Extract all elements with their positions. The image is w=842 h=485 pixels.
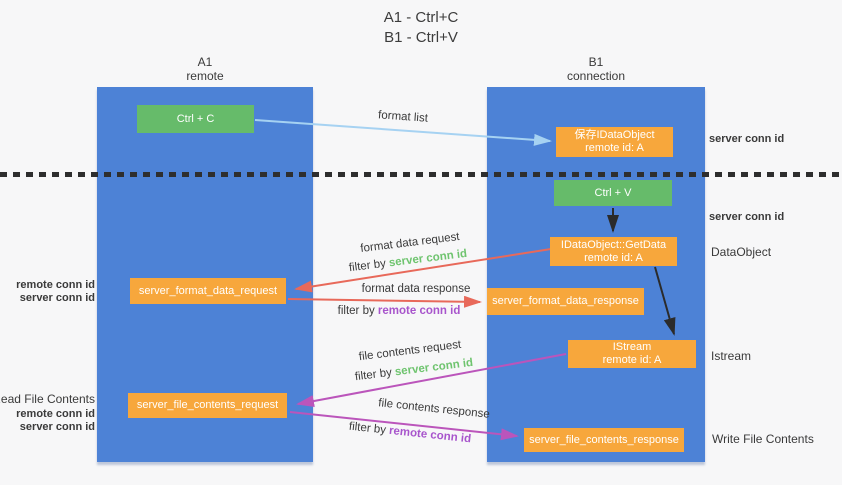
server-conn-id-text: server conn id — [394, 356, 474, 379]
label-file-contents-response: file contents response — [377, 397, 491, 421]
remote-conn-id-text: remote conn id — [377, 305, 461, 317]
label-write-file-contents: Write File Contents — [712, 432, 814, 446]
node-ctrl-c: Ctrl + C — [137, 105, 254, 133]
label-istream: Istream — [711, 349, 752, 363]
column-b1-subtitle: connection — [566, 69, 626, 83]
column-a1-subtitle: remote — [186, 69, 224, 83]
node-file-request-label: server_file_contents_request — [136, 399, 279, 411]
node-istream-line2: remote id: A — [602, 354, 662, 366]
remote-conn-id-text: remote conn id — [388, 424, 472, 446]
filter-by-text: filter by — [354, 366, 396, 384]
label-server-conn-id-right-mid: server conn id — [709, 211, 785, 223]
node-server-file-contents-response: server_file_contents_response — [524, 428, 684, 452]
label-read-file-contents: Read File Contents — [0, 392, 95, 406]
node-istream-line1: IStream — [612, 341, 652, 353]
node-getdata-line2: remote id: A — [584, 251, 643, 264]
node-idataobject-getdata: IDataObject::GetData remote id: A — [550, 237, 677, 266]
node-server-format-data-request: server_format_data_request — [130, 278, 286, 304]
column-header-b1: B1 connection — [487, 55, 705, 83]
dotted-divider-line — [0, 172, 842, 177]
label-server-conn-id-right-top: server conn id — [709, 133, 785, 145]
label-server-conn-id-left-1: server conn id — [19, 292, 95, 304]
label-dataobject: DataObject — [711, 245, 772, 259]
column-header-a1: A1 remote — [97, 55, 313, 83]
label-server-conn-id-left-2: server conn id — [19, 421, 95, 433]
title-line-1: A1 - Ctrl+C — [383, 9, 459, 26]
label-filter-by-remote-conn-id-2: filter by remote conn id — [348, 421, 471, 446]
node-ctrl-v-label: Ctrl + V — [594, 186, 632, 199]
node-save-idataobject-line2: remote id: A — [585, 142, 644, 154]
node-save-idataobject-line1: 保存IDataObject — [574, 129, 655, 141]
column-b1-name: B1 — [588, 55, 604, 69]
node-getdata-line1: IDataObject::GetData — [560, 238, 667, 251]
node-format-response-label: server_format_data_response — [492, 295, 639, 307]
node-format-request-label: server_format_data_request — [138, 284, 278, 297]
diagram-title: A1 - Ctrl+C B1 - Ctrl+V — [0, 8, 842, 48]
arrow-format-data-response — [287, 295, 482, 308]
node-istream: IStream remote id: A — [568, 340, 696, 368]
filter-by-text: filter by — [348, 420, 390, 437]
node-ctrl-c-label: Ctrl + C — [176, 112, 215, 125]
node-server-file-contents-request: server_file_contents_request — [128, 393, 287, 418]
label-format-list: format list — [377, 109, 429, 125]
column-a1-name: A1 — [197, 55, 213, 69]
server-conn-id-text: server conn id — [388, 247, 468, 270]
node-save-idataobject: 保存IDataObject remote id: A — [556, 127, 673, 157]
label-remote-conn-id-left-1: remote conn id — [16, 279, 95, 291]
filter-by-text: filter by — [348, 257, 390, 275]
label-remote-conn-id-left-2: remote conn id — [16, 408, 95, 420]
filter-by-text: filter by — [337, 305, 378, 317]
node-ctrl-v: Ctrl + V — [554, 180, 672, 206]
node-file-response-label: server_file_contents_response — [529, 433, 679, 446]
label-format-data-response: format data response — [361, 283, 471, 295]
title-line-2: B1 - Ctrl+V — [384, 29, 458, 46]
node-server-format-data-response: server_format_data_response — [487, 288, 644, 315]
label-filter-by-remote-conn-id-1: filter by remote conn id — [338, 305, 461, 317]
